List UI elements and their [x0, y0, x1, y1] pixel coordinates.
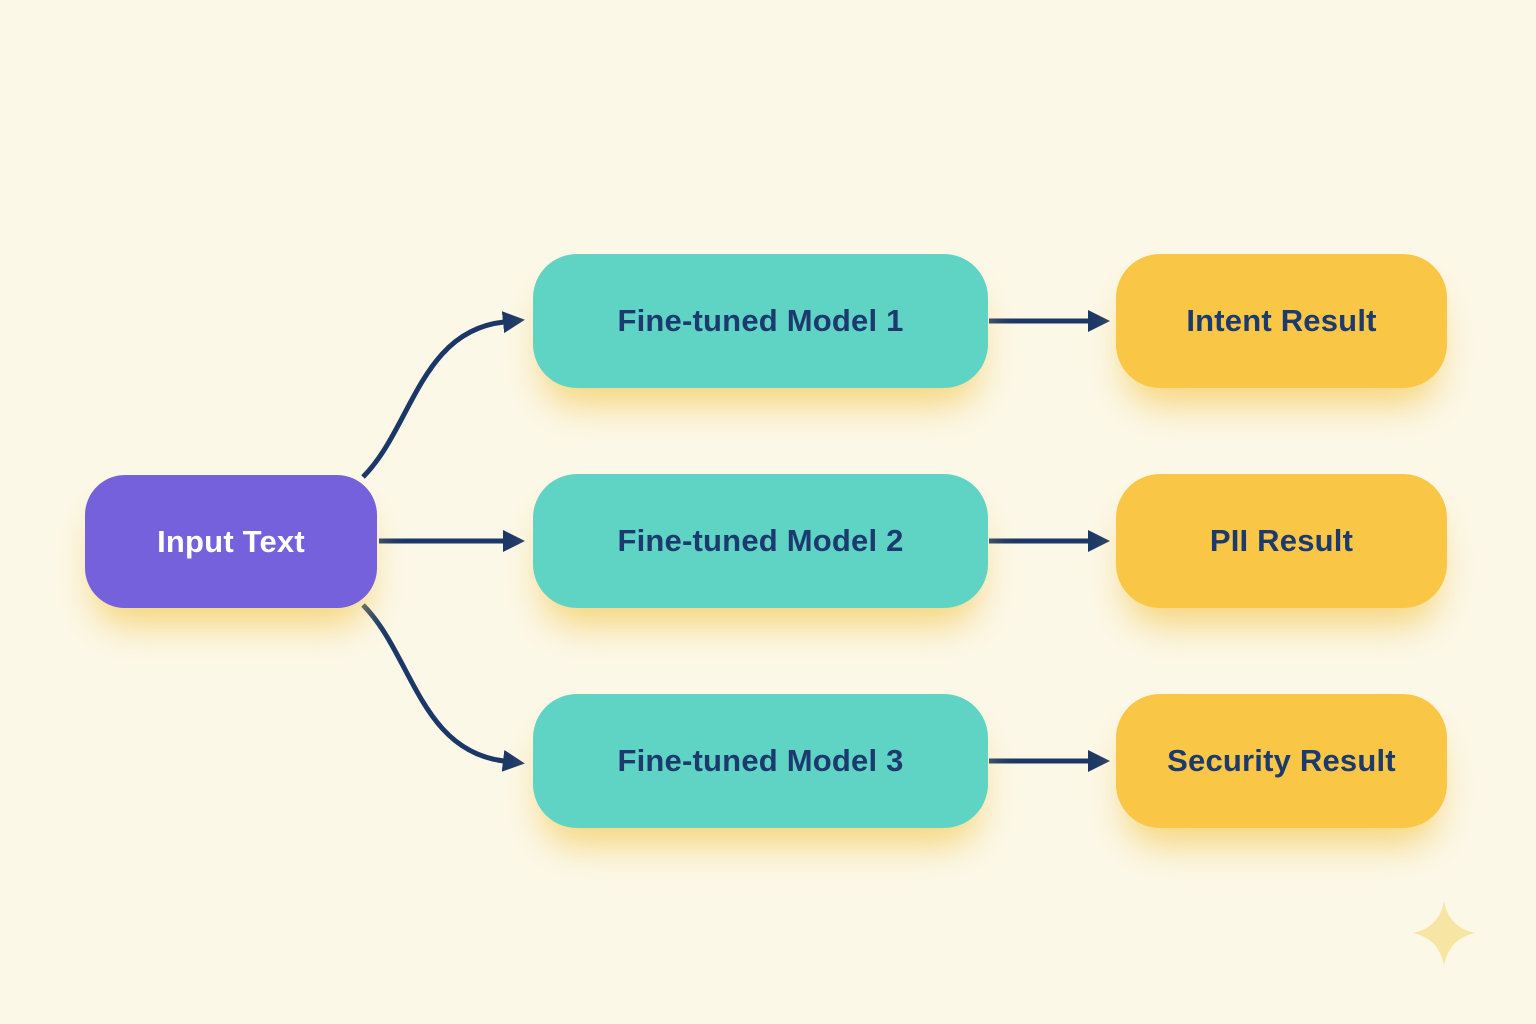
node-fine-tuned-model-1: Fine-tuned Model 1	[533, 254, 988, 388]
node-intent-result: Intent Result	[1116, 254, 1447, 388]
edge-input-to-model3-arrow	[361, 603, 525, 772]
node-fine-tuned-model-3-label: Fine-tuned Model 3	[617, 743, 904, 778]
edge-input-to-model1-arrow	[361, 311, 525, 479]
node-fine-tuned-model-2-label: Fine-tuned Model 2	[617, 523, 904, 558]
node-security-result-label: Security Result	[1167, 743, 1396, 778]
node-pii-result-label: PII Result	[1209, 523, 1354, 558]
node-input-text: Input Text	[85, 475, 377, 608]
node-fine-tuned-model-3: Fine-tuned Model 3	[533, 694, 988, 828]
node-fine-tuned-model-1-label: Fine-tuned Model 1	[617, 303, 904, 338]
node-input-text-label: Input Text	[157, 523, 305, 559]
node-intent-result-label: Intent Result	[1186, 303, 1377, 338]
node-security-result: Security Result	[1116, 694, 1447, 828]
node-pii-result: PII Result	[1116, 474, 1447, 608]
node-fine-tuned-model-2: Fine-tuned Model 2	[533, 474, 988, 608]
